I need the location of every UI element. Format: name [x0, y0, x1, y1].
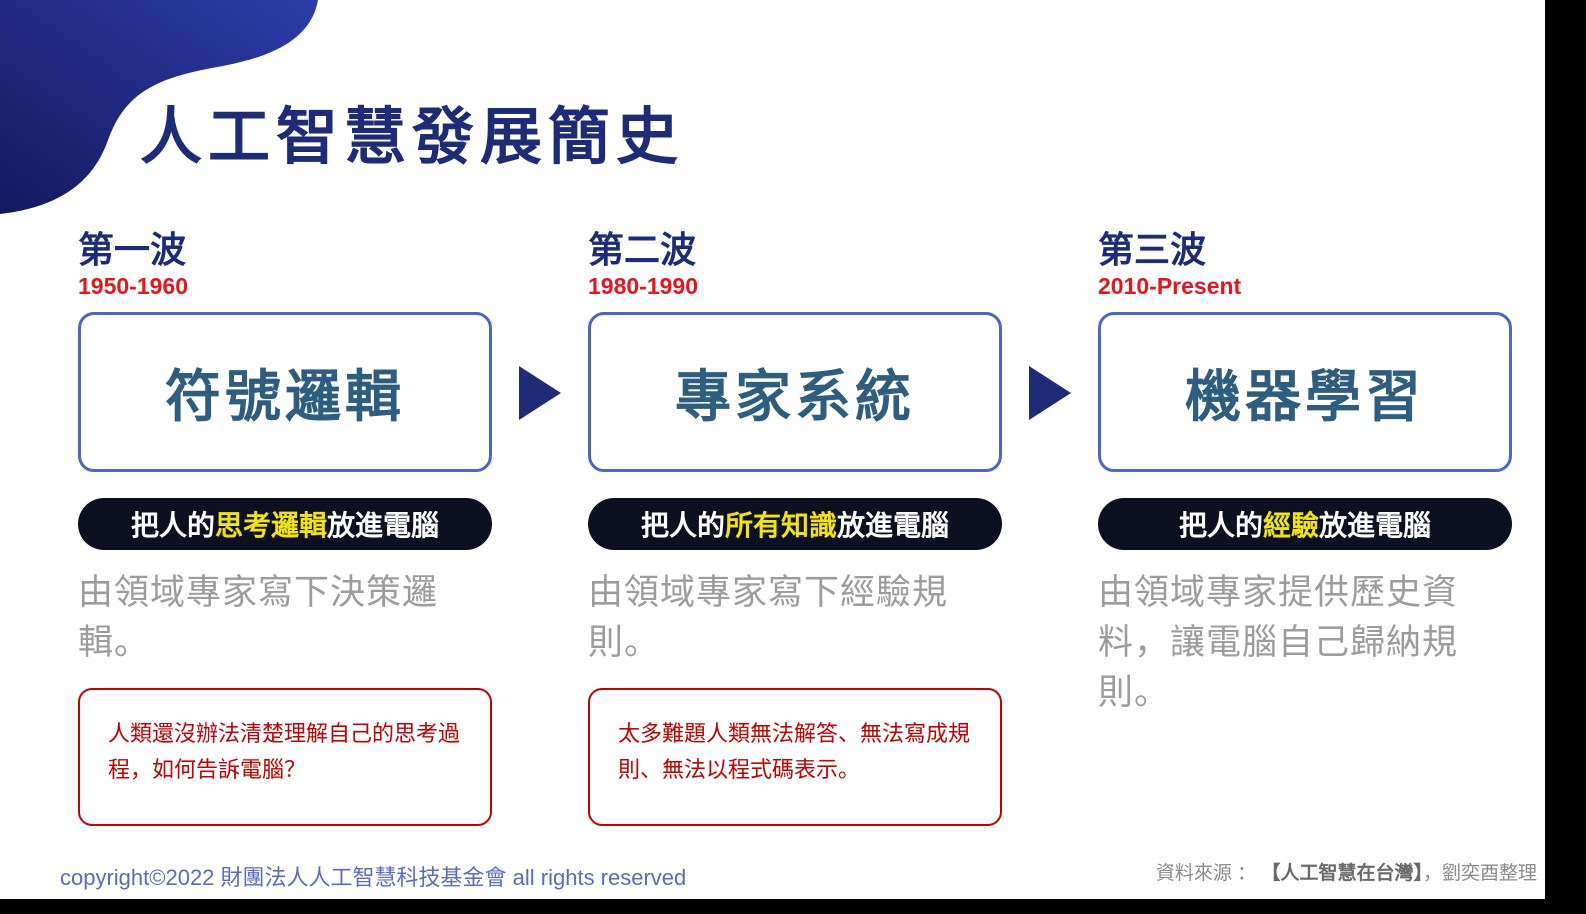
arrow-gap [1002, 230, 1098, 420]
wave-period: 1950-1960 [78, 272, 188, 299]
source-title: 【人工智慧在台灣】 [1261, 863, 1423, 884]
badge-suffix: 放進電腦 [327, 510, 440, 542]
arrow-gap [492, 230, 588, 420]
wave-title-box: 機器學習 [1098, 312, 1512, 473]
wave-label: 第三波 [1098, 229, 1207, 270]
badge-highlight: 經驗 [1262, 510, 1319, 542]
copyright-text: copyright©2022 財團法人人工智慧科技基金會 all rights … [60, 865, 687, 890]
source-prefix: 資料來源 ： [1155, 863, 1262, 884]
badge-prefix: 把人的 [640, 510, 725, 542]
wave-badge: 把人的所有知識放進電腦 [588, 498, 1002, 551]
wave-warning-box: 太多難題人類無法解答、無法寫成規則、無法以程式碼表示。 [588, 688, 1002, 827]
wave-label: 第二波 [588, 229, 697, 270]
badge-suffix: 放進電腦 [1319, 510, 1432, 542]
wave-warning-text: 太多難題人類無法解答、無法寫成規則、無法以程式碼表示。 [618, 721, 971, 783]
wave-title: 專家系統 [675, 364, 915, 428]
wave-warning-text: 人類還沒辦法清楚理解自己的思考過程，如何告訴電腦？ [108, 721, 461, 783]
wave-label: 第一波 [78, 229, 187, 270]
source-suffix: ，劉奕酉整理 [1422, 863, 1537, 884]
wave-column-3: 第三波 2010-Present 機器學習 把人的經驗放進電腦 由領域專家提供歷… [1098, 230, 1512, 718]
wave-title-box: 專家系統 [588, 312, 1002, 473]
badge-highlight: 所有知識 [724, 510, 837, 542]
waves-row: 第一波 1950-1960 符號邏輯 把人的思考邏輯放進電腦 由領域專家寫下決策… [78, 229, 1512, 827]
wave-description: 由領域專家提供歷史資料，讓電腦自己歸納規則。 [1098, 573, 1459, 712]
wave-title: 機器學習 [1185, 364, 1425, 428]
wave-badge: 把人的思考邏輯放進電腦 [78, 498, 492, 551]
source-attribution: 資料來源 ： 【人工智慧在台灣】，劉奕酉整理 [1156, 858, 1537, 885]
badge-suffix: 放進電腦 [837, 510, 950, 542]
corner-blob-decoration [0, 0, 318, 214]
wave-column-2: 第二波 1980-1990 專家系統 把人的所有知識放進電腦 由領域專家寫下經驗… [588, 229, 1002, 827]
arrow-right-icon [1029, 366, 1071, 420]
wave-description: 由領域專家寫下決策邏輯。 [78, 573, 439, 662]
wave-column-1: 第一波 1950-1960 符號邏輯 把人的思考邏輯放進電腦 由領域專家寫下決策… [78, 229, 492, 827]
wave-period: 2010-Present [1098, 272, 1242, 299]
arrow-right-icon [519, 366, 561, 420]
badge-highlight: 思考邏輯 [214, 510, 327, 542]
wave-description: 由領域專家寫下經驗規則。 [588, 573, 949, 662]
wave-period: 1980-1990 [588, 272, 698, 299]
wave-badge: 把人的經驗放進電腦 [1098, 498, 1512, 551]
badge-prefix: 把人的 [130, 510, 215, 542]
wave-title: 符號邏輯 [165, 364, 405, 428]
badge-prefix: 把人的 [1178, 510, 1263, 542]
wave-warning-box: 人類還沒辦法清楚理解自己的思考過程，如何告訴電腦？ [78, 688, 492, 827]
right-letterbox-bar [1545, 0, 1586, 914]
bottom-letterbox-bar [0, 899, 1586, 914]
wave-title-box: 符號邏輯 [78, 312, 492, 473]
page-title: 人工智慧發展簡史 [140, 103, 685, 172]
